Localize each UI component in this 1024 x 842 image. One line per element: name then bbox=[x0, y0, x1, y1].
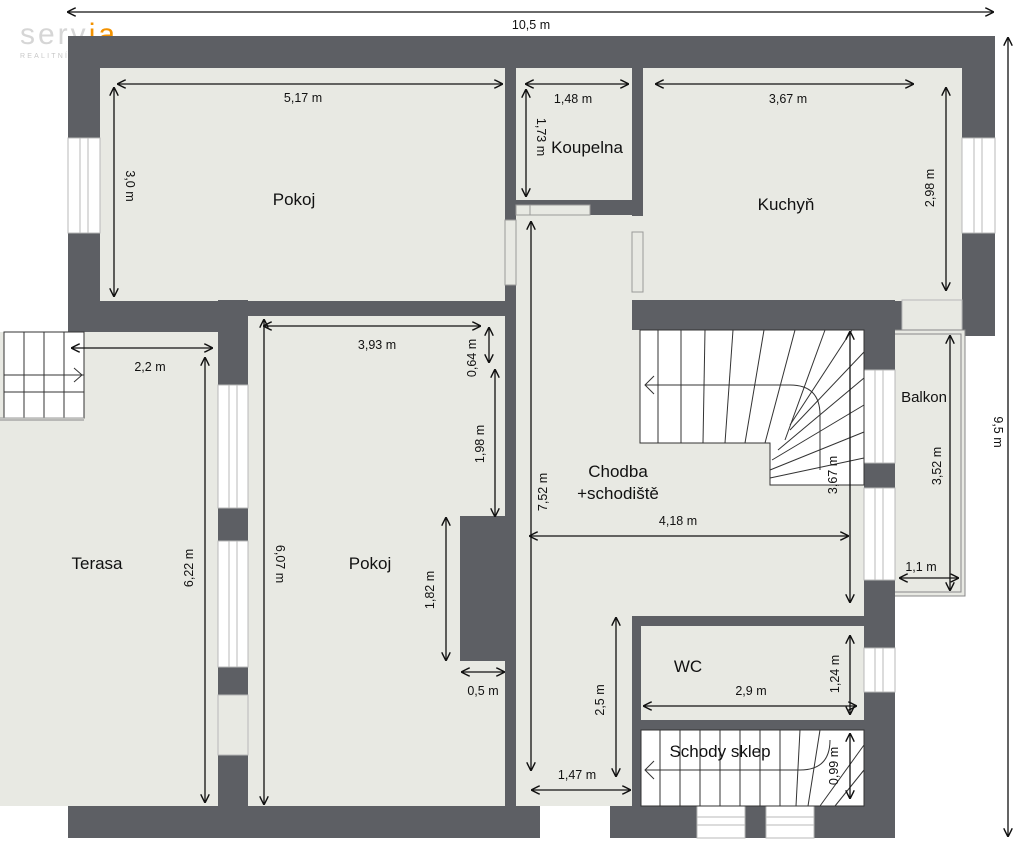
dim-label-koupelna-width: 1,48 m bbox=[554, 92, 592, 106]
sklep-stairs bbox=[640, 729, 865, 807]
door-terasa bbox=[217, 694, 249, 756]
dim-label-koupelna-height: 1,73 m bbox=[534, 118, 548, 156]
dim-label-total-width: 10,5 m bbox=[512, 18, 550, 32]
balkon-outline bbox=[895, 329, 966, 597]
room-label-terasa: Terasa bbox=[71, 554, 123, 573]
dim-label-balkon-width: 1,1 m bbox=[905, 560, 936, 574]
dim-label-pokoj-bottom-height: 6,07 m bbox=[273, 545, 287, 583]
room-label-pokoj-top: Pokoj bbox=[273, 190, 316, 209]
dim-label-pokoj-bottom-width: 3,93 m bbox=[358, 338, 396, 352]
window-kuchyn bbox=[961, 137, 996, 234]
wall-kitchen-bottom bbox=[632, 300, 895, 330]
dim-label-chodba-width: 4,18 m bbox=[659, 514, 697, 528]
hall-door bbox=[504, 219, 517, 286]
dim-label-wall-gap: 0,64 m bbox=[465, 339, 479, 377]
room-label-balkon: Balkon bbox=[901, 389, 947, 406]
room-label-koupelna: Koupelna bbox=[551, 138, 623, 157]
wall-wc-bottom bbox=[632, 720, 895, 730]
bottom-left-wall bbox=[68, 806, 540, 838]
balkon-door bbox=[901, 299, 963, 331]
room-label-chodba: Chodba bbox=[588, 462, 648, 481]
dimension-labels: 10,5 m 9,5 m 5,17 m 3,0 m 1,48 m 1,73 m … bbox=[123, 18, 1005, 785]
wall-pokoj-chodba bbox=[505, 661, 516, 806]
floor-chodba-west bbox=[516, 215, 632, 806]
dim-label-passage-width: 1,47 m bbox=[558, 768, 596, 782]
dim-label-terasa-height: 6,22 m bbox=[182, 549, 196, 587]
window-terasa-1 bbox=[217, 384, 249, 509]
window-terasa-2 bbox=[217, 540, 249, 668]
room-labels: Pokoj Koupelna Kuchyň Balkon Terasa Poko… bbox=[71, 138, 946, 761]
dim-label-chodba-height: 7,52 m bbox=[536, 473, 550, 511]
dim-label-stair-height: 3,67 m bbox=[826, 456, 840, 494]
floor-koupelna bbox=[516, 68, 632, 200]
dim-label-balkon-height: 3,52 m bbox=[930, 447, 944, 485]
window-balkon-1 bbox=[863, 369, 896, 464]
floor-pokoj-top bbox=[100, 68, 505, 301]
wall-wc-left bbox=[632, 626, 641, 806]
dim-label-kuchyn-height: 2,98 m bbox=[923, 169, 937, 207]
terasa-stairs bbox=[0, 331, 85, 419]
openings bbox=[504, 204, 644, 293]
room-label-pokoj-bottom: Pokoj bbox=[349, 554, 392, 573]
window-sklep-2 bbox=[765, 805, 815, 839]
wall-pokoj-koupelna bbox=[505, 68, 516, 216]
dim-label-wc-width: 2,9 m bbox=[735, 684, 766, 698]
wall-koupelna-kuchyn bbox=[632, 68, 643, 216]
window-wc bbox=[863, 647, 896, 693]
dim-label-pokoj-top-height: 3,0 m bbox=[123, 170, 137, 201]
wall-hall-left bbox=[505, 285, 516, 365]
wall-wc-top bbox=[632, 616, 895, 626]
wall-koupelna-bottom bbox=[590, 200, 643, 215]
floor-kuchyn bbox=[643, 68, 962, 301]
dim-label-passage-height: 2,5 m bbox=[593, 684, 607, 715]
dim-label-terasa-width: 2,2 m bbox=[134, 360, 165, 374]
room-label-kuchyn: Kuchyň bbox=[758, 195, 815, 214]
window-pokoj-top bbox=[67, 137, 101, 234]
room-label-wc: WC bbox=[674, 657, 702, 676]
kitchen-door bbox=[631, 231, 644, 293]
dim-label-wc-height: 1,24 m bbox=[828, 655, 842, 693]
dim-label-closet-gap: 1,98 m bbox=[473, 425, 487, 463]
room-label-schodiste: +schodiště bbox=[577, 484, 659, 503]
bath-door bbox=[515, 204, 591, 216]
dim-label-pokoj-top-width: 5,17 m bbox=[284, 91, 322, 105]
dimension-lines bbox=[68, 12, 1008, 836]
dim-label-total-height: 9,5 m bbox=[991, 416, 1005, 447]
dim-label-closet-width: 0,5 m bbox=[467, 684, 498, 698]
svg-text:servia: servia bbox=[20, 18, 118, 51]
room-label-schody-sklep: Schody sklep bbox=[669, 742, 770, 761]
windows bbox=[67, 137, 996, 839]
dim-label-kuchyn-width: 3,67 m bbox=[769, 92, 807, 106]
closet-block bbox=[460, 516, 516, 661]
dim-label-closet-height: 1,82 m bbox=[423, 571, 437, 609]
entrance-gap bbox=[540, 806, 610, 838]
window-sklep-1 bbox=[696, 805, 746, 839]
window-balkon-2 bbox=[863, 487, 896, 581]
dim-label-sklep-height: 0,99 m bbox=[827, 747, 841, 785]
